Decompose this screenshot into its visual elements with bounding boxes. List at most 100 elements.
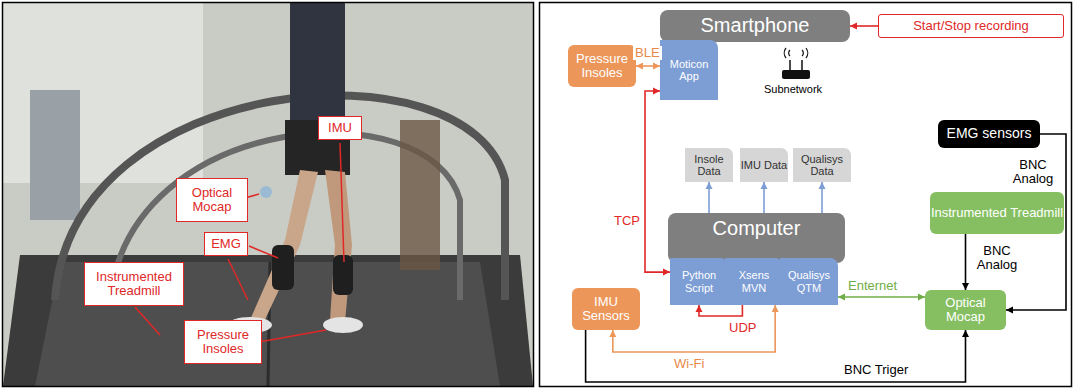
node-text: Instrumented Treadmill: [85, 270, 183, 299]
data-file: IMU Data: [740, 148, 788, 182]
edge-label: UDP: [727, 321, 758, 335]
connector: [761, 182, 768, 213]
arrow-head: [772, 305, 779, 312]
software-tab: Python Script: [670, 258, 728, 305]
connector-line: [838, 296, 925, 298]
edge-label: BNC Analog: [1004, 158, 1062, 187]
right-leg: [325, 170, 352, 322]
arrow-head: [706, 182, 713, 189]
mocap-marker: [260, 186, 272, 198]
node-text: IMU Data: [741, 159, 787, 171]
callout-box: Optical Mocap: [176, 178, 248, 222]
app-tab: Moticon App: [660, 40, 718, 100]
connector-line: [586, 330, 966, 382]
shoe: [323, 317, 363, 333]
arrow-head: [838, 294, 845, 301]
panel-frame: [540, 3, 1072, 387]
arrow-head: [696, 305, 703, 312]
node-text: Moticon App: [660, 58, 718, 82]
connector: [819, 182, 826, 213]
node-text: Pressure Insoles: [185, 328, 261, 357]
device-box: Instrumented Treadmill: [930, 192, 1064, 234]
connector: [838, 294, 925, 301]
panel-frame: [3, 3, 534, 387]
device-box: Optical Mocap: [925, 290, 1006, 330]
leader-line: [228, 259, 248, 300]
arrow-head: [653, 88, 660, 95]
arrow-head: [663, 269, 670, 276]
edge-label: BNC Triger: [842, 363, 910, 377]
arrow-head: [609, 330, 616, 337]
sensor-box: Pressure Insoles: [568, 45, 636, 87]
node-text: IMU Sensors: [572, 295, 640, 324]
edge-label: BLE: [633, 46, 662, 60]
arrow-head: [962, 330, 969, 337]
arrow-head: [918, 294, 925, 301]
callout-box: EMG: [204, 232, 248, 256]
leader-line: [259, 330, 326, 342]
connector: [645, 88, 670, 276]
node-text: Python Script: [670, 269, 728, 293]
node-text: Start/Stop recording: [913, 19, 1029, 33]
software-tab: Xsens MVN: [725, 258, 783, 305]
arrow-head: [636, 63, 643, 70]
node-text: Instrumented Treadmill: [931, 206, 1063, 220]
connector-line: [965, 234, 967, 290]
connector: [586, 330, 969, 382]
connector: [636, 63, 660, 70]
callout-box: Instrumented Treadmill: [84, 262, 184, 306]
arrow-head: [653, 63, 660, 70]
shank-sleeve: [333, 255, 353, 295]
node-text: Smartphone: [701, 14, 810, 36]
edge-label: Enternet: [846, 279, 899, 293]
edge-label: BNC Analog: [968, 244, 1026, 273]
arrow-head: [819, 182, 826, 189]
node-text: Qualisys Data: [793, 153, 851, 177]
leader-line: [340, 143, 344, 262]
arrow-head: [761, 182, 768, 189]
node-text: Optical Mocap: [925, 296, 1006, 325]
sensor-box: EMG sensors: [938, 120, 1040, 148]
device-box: ComputerPython ScriptXsens MVNQualisys Q…: [668, 213, 845, 263]
data-file: Qualisys Data: [793, 148, 851, 182]
connector: [706, 182, 713, 213]
connector-line: [645, 91, 670, 272]
node-text: EMG: [211, 237, 241, 251]
action-box: Start/Stop recording: [878, 14, 1064, 38]
callout-box: Pressure Insoles: [184, 320, 262, 364]
software-tab: Qualisys QTM: [780, 258, 838, 305]
treadmill-deck: [3, 255, 533, 386]
data-file: Insole Data: [685, 148, 733, 182]
device-box: SmartphoneMoticon App: [660, 10, 850, 42]
node-text: Xsens MVN: [725, 269, 783, 293]
shank-sleeve: [272, 245, 294, 290]
lab-wall: [3, 3, 533, 386]
left-leg: [250, 170, 318, 326]
callout-box: IMU: [318, 116, 362, 140]
node-text: EMG sensors: [947, 126, 1032, 141]
edge-label: TCP: [612, 214, 642, 228]
node-text: Qualisys QTM: [780, 269, 838, 293]
edge-label: Wi-Fi: [672, 357, 706, 371]
node-text: IMU: [328, 121, 352, 135]
safety-harness: [400, 120, 440, 270]
arrow-head: [850, 23, 857, 30]
handrail-arch: [55, 96, 505, 300]
leader-line: [135, 307, 160, 335]
torso: [290, 3, 345, 123]
router-icon: [782, 48, 810, 79]
connector: [850, 23, 878, 30]
network-label: Subnetwork: [763, 83, 823, 95]
node-text: Optical Mocap: [177, 186, 247, 215]
wall-cabinet: [30, 90, 80, 220]
sensor-box: IMU Sensors: [572, 288, 640, 330]
leader-line: [249, 246, 278, 258]
arrow-head: [1006, 307, 1013, 314]
arrow-head: [962, 283, 969, 290]
connector-line: [699, 305, 742, 316]
node-text: Insole Data: [685, 153, 733, 177]
connector: [696, 305, 743, 316]
node-text: Pressure Insoles: [568, 52, 636, 81]
